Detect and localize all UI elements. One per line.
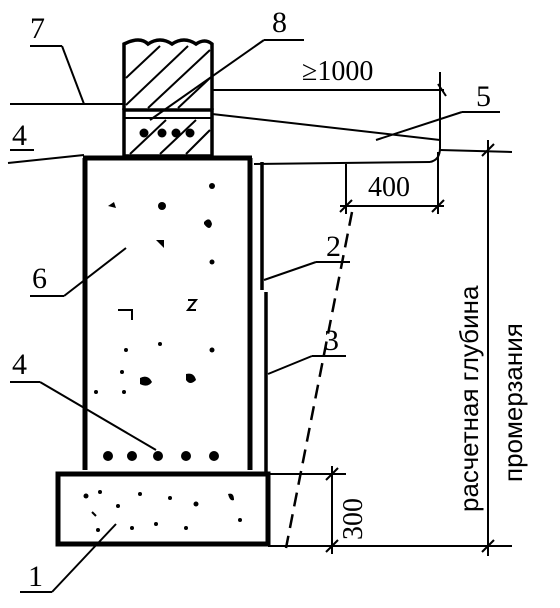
dimension-cushion: 300 (270, 466, 369, 554)
label-2: 2 (326, 230, 341, 263)
label-6: 6 (32, 262, 47, 295)
dimension-offset-label: 400 (368, 172, 410, 203)
foundation-wall (82, 155, 253, 470)
freezing-boundary (284, 211, 354, 549)
label-4-bottom: 4 (12, 348, 27, 381)
insulation-layers (260, 162, 268, 472)
sand-cushion (55, 471, 271, 547)
brick-wall (122, 38, 214, 110)
dimension-min-width-label: ≥1000 (302, 56, 373, 87)
label-7: 7 (30, 12, 45, 45)
number-labels: 7 8 5 4 6 2 3 4 1 (12, 6, 491, 593)
label-5: 5 (476, 80, 491, 113)
dimension-min-width: ≥1000 (212, 56, 447, 140)
frost-depth-label-line1: расчетная глубина (454, 285, 484, 512)
label-3: 3 (324, 324, 339, 357)
dimension-frost-depth: расчетная глубина промерзания (268, 140, 528, 556)
leader-lines (10, 39, 500, 593)
reinforced-belt (122, 108, 214, 158)
dimension-cushion-label: 300 (338, 498, 369, 540)
label-1: 1 (28, 560, 43, 593)
dimension-offset: 400 (339, 152, 445, 214)
ground-lines (7, 103, 513, 165)
label-4-top: 4 (12, 119, 27, 152)
frost-depth-label-line2: промерзания (498, 323, 528, 482)
label-8: 8 (272, 6, 287, 39)
